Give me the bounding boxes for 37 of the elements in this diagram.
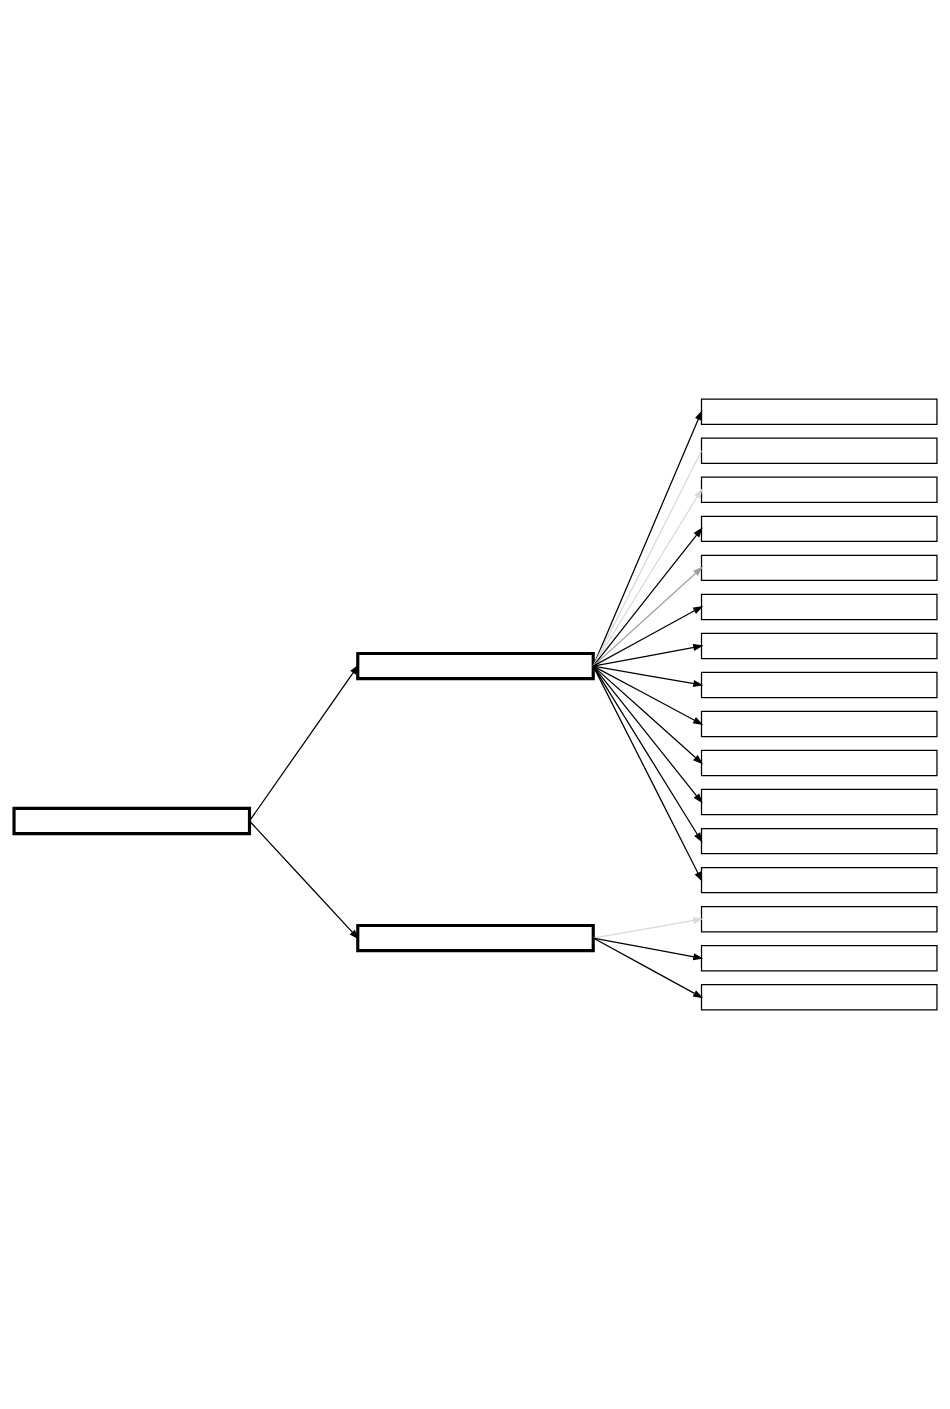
node-box: [700, 905, 938, 933]
node-box: [355, 923, 595, 953]
arrow: [248, 820, 359, 940]
arrow: [592, 665, 702, 843]
node-box: [355, 651, 595, 681]
node-box: [700, 710, 938, 738]
arrow: [592, 665, 702, 882]
arrow: [248, 664, 359, 822]
node-box: [700, 632, 938, 660]
arrow: [592, 665, 703, 765]
node-box: [700, 827, 938, 855]
arrow: [592, 937, 703, 999]
arrow: [592, 937, 703, 961]
node-box: [11, 806, 251, 836]
arrow: [592, 606, 703, 667]
arrow: [592, 665, 703, 725]
node-box: [700, 476, 938, 504]
connector: [592, 450, 702, 667]
node-box: [700, 593, 938, 621]
arrow: [592, 643, 703, 667]
arrow: [592, 566, 703, 667]
arrow: [592, 527, 703, 667]
node-box: [700, 515, 938, 543]
node-box: [700, 671, 938, 699]
arrow: [592, 665, 703, 804]
node-box: [700, 945, 938, 972]
arrow: [592, 917, 703, 939]
node-box: [700, 984, 938, 1011]
node-box: [700, 788, 938, 816]
node-box: [700, 749, 938, 777]
node-box: [700, 554, 938, 582]
node-box: [700, 398, 938, 425]
arrow: [592, 410, 702, 667]
arrow: [592, 665, 703, 688]
arrow: [592, 488, 702, 667]
node-box: [700, 437, 938, 464]
node-box: [700, 866, 938, 894]
